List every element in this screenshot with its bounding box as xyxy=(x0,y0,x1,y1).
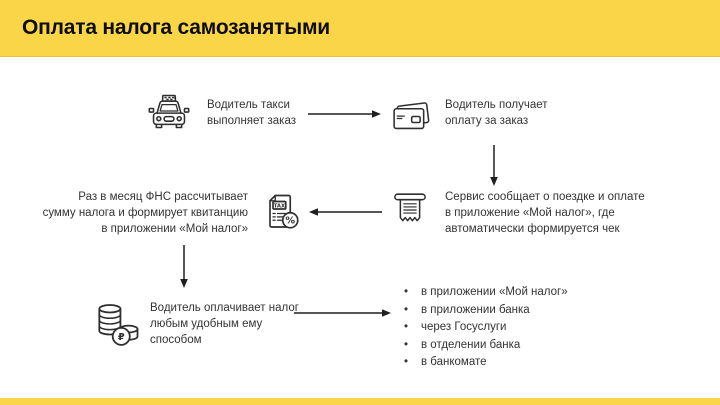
flow-step-1-label: Водитель такси выполняет заказ xyxy=(207,99,297,127)
payment-method-item: в банкомате xyxy=(402,356,632,369)
payment-method-item: в приложении банка xyxy=(402,304,632,317)
arrow-down-icon xyxy=(488,145,500,187)
page-title: Оплата налога самозанятыми xyxy=(22,16,331,39)
payment-methods-list: в приложении «Мой налог» в приложении ба… xyxy=(402,286,632,374)
payment-method-item: в отделении банка xyxy=(402,339,632,352)
flow-step-3-label: Сервис сообщает о поездке и оплате в при… xyxy=(445,191,645,235)
arrow-left-icon xyxy=(308,206,382,218)
bank-card-icon xyxy=(386,94,436,139)
header-bar: Оплата налога самозанятыми xyxy=(0,0,720,57)
coins-icon: ₽ xyxy=(92,296,144,354)
arrow-down-icon xyxy=(178,245,190,289)
payment-method-item: через Госуслуги xyxy=(402,321,632,334)
arrow-right-icon xyxy=(294,307,392,319)
svg-text:%: % xyxy=(285,216,295,227)
flow-step-2-label: Водитель получает оплату за заказ xyxy=(445,99,548,127)
flow-step-5-label: Водитель оплачивает налог любым удобным … xyxy=(150,302,299,346)
flow-step-4-label: Раз в месяц ФНС рассчитывает сумму налог… xyxy=(42,191,248,235)
arrow-right-icon xyxy=(308,108,382,120)
taxi-icon xyxy=(146,92,192,137)
payment-method-item: в приложении «Мой налог» xyxy=(402,286,632,299)
receipt-icon xyxy=(388,186,432,234)
svg-text:TAX: TAX xyxy=(274,203,285,209)
footer-bar xyxy=(0,398,720,405)
tax-document-icon: TAX % xyxy=(258,188,306,236)
svg-text:₽: ₽ xyxy=(118,332,125,343)
